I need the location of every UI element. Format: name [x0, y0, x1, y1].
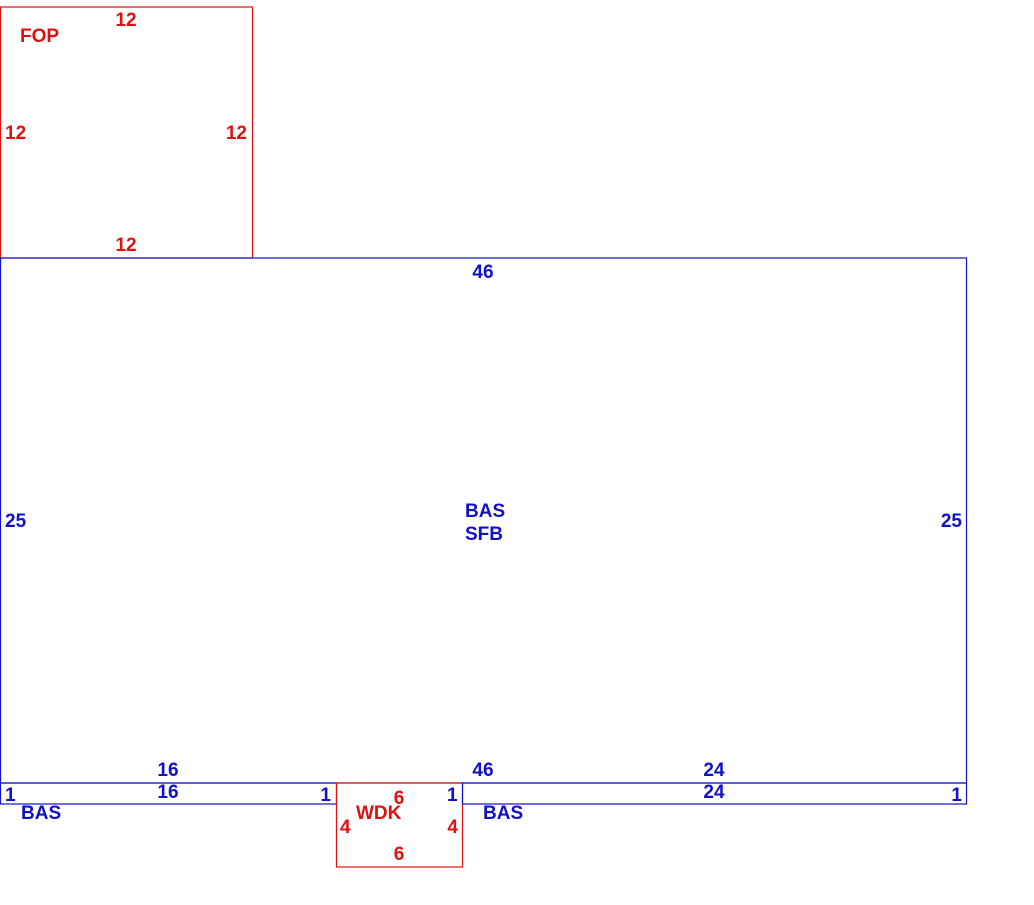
- bas-right-strip-area: BAS 24 24 1 1: [447, 760, 968, 824]
- wdk-area: WDK 6 4 4 6: [335, 782, 464, 868]
- bas-main-dim-right: 25: [941, 511, 963, 532]
- bas-right-strip-dim-left: 1: [447, 785, 458, 806]
- fop-label: FOP: [20, 26, 59, 47]
- wdk-dim-right: 4: [447, 817, 458, 838]
- bas-left-strip-area: BAS 16 16 1 1: [0, 760, 338, 824]
- bas-left-strip-dim-right: 1: [320, 785, 331, 806]
- bas-main-area: BAS SFB 46 25 25 46: [0, 257, 968, 784]
- wdk-dim-left: 4: [340, 817, 351, 838]
- bas-left-strip-dim-left: 1: [5, 785, 16, 806]
- bas-left-strip-dim-top: 16: [157, 760, 178, 781]
- fop-area: FOP 12 12 12 12: [0, 6, 254, 259]
- bas-main-sublabel: SFB: [465, 524, 503, 545]
- bas-right-strip-outline: [461, 782, 968, 805]
- bas-left-strip-dim-bottom: 16: [157, 782, 178, 803]
- bas-right-strip-label: BAS: [483, 803, 523, 824]
- fop-dim-top: 12: [115, 10, 136, 31]
- bas-right-strip-dim-bottom: 24: [703, 782, 725, 803]
- wdk-outline: [335, 782, 464, 868]
- bas-main-dim-left: 25: [5, 511, 27, 532]
- bas-main-dim-bottom: 46: [472, 760, 493, 781]
- wdk-dim-top: 6: [394, 788, 405, 809]
- wdk-label: WDK: [356, 803, 402, 824]
- bas-main-dim-top: 46: [472, 262, 493, 283]
- fop-dim-bottom: 12: [115, 235, 136, 256]
- bas-main-label: BAS: [465, 501, 505, 522]
- bas-right-strip-dim-right: 1: [951, 785, 962, 806]
- bas-left-strip-label: BAS: [21, 803, 61, 824]
- wdk-dim-bottom: 6: [394, 844, 405, 865]
- bas-right-strip-dim-top: 24: [703, 760, 725, 781]
- fop-dim-left: 12: [5, 123, 26, 144]
- fop-dim-right: 12: [226, 123, 247, 144]
